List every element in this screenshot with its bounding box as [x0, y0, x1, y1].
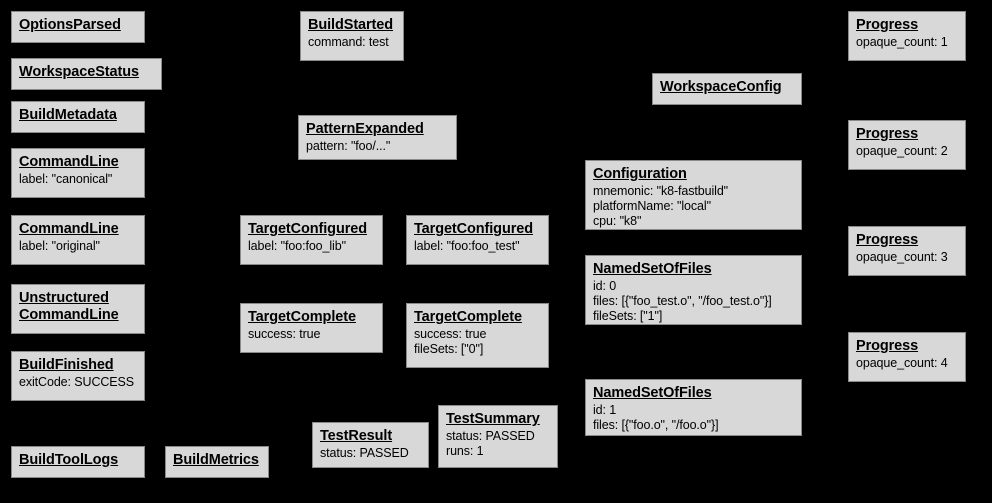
event-node-progress-1[interactable]: Progress opaque_count: 1 [848, 11, 966, 61]
event-node-fields: opaque_count: 4 [856, 356, 948, 371]
event-node-title: PatternExpanded [306, 121, 424, 137]
event-node-title: NamedSetOfFiles [593, 385, 712, 401]
event-node-title: Progress [856, 126, 919, 142]
event-node-title: WorkspaceStatus [19, 64, 139, 80]
event-node-fields: label: "original" [19, 239, 100, 254]
event-node-fields: opaque_count: 3 [856, 250, 948, 265]
event-node-fields: pattern: "foo/..." [306, 139, 391, 154]
event-node-build-started[interactable]: BuildStarted command: test [300, 11, 404, 61]
event-node-fields: success: true fileSets: ["0"] [414, 327, 487, 356]
event-node-fields: label: "canonical" [19, 172, 113, 187]
event-node-title: Progress [856, 338, 919, 354]
event-node-progress-2[interactable]: Progress opaque_count: 2 [848, 120, 966, 170]
event-node-test-summary[interactable]: TestSummary status: PASSED runs: 1 [438, 405, 558, 468]
event-node-workspace-config[interactable]: WorkspaceConfig [652, 73, 802, 105]
event-node-fields: opaque_count: 1 [856, 35, 948, 50]
event-node-fields: label: "foo:foo_test" [414, 239, 520, 254]
event-node-target-complete-test[interactable]: TargetComplete success: true fileSets: ["… [406, 303, 549, 368]
event-node-title: Progress [856, 232, 919, 248]
event-node-fields: id: 1 files: [{"foo.o", "/foo.o"}] [593, 403, 719, 432]
event-node-pattern-expanded[interactable]: PatternExpanded pattern: "foo/..." [298, 115, 457, 160]
event-node-title: BuildStarted [308, 17, 394, 33]
event-node-command-line-canonical[interactable]: CommandLine label: "canonical" [11, 148, 145, 198]
event-node-title: TestResult [320, 428, 393, 444]
event-node-title: TargetConfigured [248, 221, 367, 237]
event-node-progress-3[interactable]: Progress opaque_count: 3 [848, 226, 966, 276]
event-node-build-finished[interactable]: BuildFinished exitCode: SUCCESS [11, 351, 145, 401]
event-node-title: OptionsParsed [19, 17, 121, 33]
event-node-target-complete-lib[interactable]: TargetComplete success: true [240, 303, 383, 353]
event-node-target-configured-foo-lib[interactable]: TargetConfigured label: "foo:foo_lib" [240, 215, 383, 265]
event-node-title: BuildMetadata [19, 107, 117, 123]
event-node-unstructured-command-line[interactable]: Unstructured CommandLine [11, 284, 145, 334]
event-node-title: WorkspaceConfig [660, 79, 782, 95]
event-node-title: Unstructured CommandLine [19, 290, 119, 324]
event-node-title: BuildMetrics [173, 452, 259, 468]
event-node-progress-4[interactable]: Progress opaque_count: 4 [848, 332, 966, 382]
event-node-title: TargetComplete [414, 309, 522, 325]
event-node-title: Progress [856, 17, 919, 33]
event-node-build-metrics[interactable]: BuildMetrics [165, 446, 269, 478]
event-node-build-metadata[interactable]: BuildMetadata [11, 101, 145, 133]
event-node-fields: status: PASSED [320, 446, 409, 461]
event-node-fields: id: 0 files: [{"foo_test.o", "/foo_test.… [593, 279, 772, 323]
event-node-fields: success: true [248, 327, 321, 342]
event-node-build-tool-logs[interactable]: BuildToolLogs [11, 446, 145, 478]
event-node-workspace-status[interactable]: WorkspaceStatus [11, 58, 162, 90]
event-node-options-parsed[interactable]: OptionsParsed [11, 11, 145, 43]
event-node-title: Configuration [593, 166, 687, 182]
event-node-fields: command: test [308, 35, 389, 50]
event-node-named-set-of-files-0[interactable]: NamedSetOfFiles id: 0 files: [{"foo_test.… [585, 255, 802, 325]
event-node-fields: mnemonic: "k8-fastbuild" platformName: "… [593, 184, 729, 228]
event-node-fields: label: "foo:foo_lib" [248, 239, 346, 254]
event-node-title: TargetComplete [248, 309, 356, 325]
event-node-configuration[interactable]: Configuration mnemonic: "k8-fastbuild" pl… [585, 160, 802, 230]
event-node-title: TestSummary [446, 411, 540, 427]
event-node-title: TargetConfigured [414, 221, 533, 237]
event-node-named-set-of-files-1[interactable]: NamedSetOfFiles id: 1 files: [{"foo.o", "… [585, 379, 802, 436]
event-node-fields: opaque_count: 2 [856, 144, 948, 159]
event-node-title: BuildToolLogs [19, 452, 119, 468]
event-node-fields: exitCode: SUCCESS [19, 375, 135, 390]
event-node-title: CommandLine [19, 154, 119, 170]
event-node-title: BuildFinished [19, 357, 114, 373]
event-node-command-line-original[interactable]: CommandLine label: "original" [11, 215, 145, 265]
event-node-title: NamedSetOfFiles [593, 261, 712, 277]
event-node-title: CommandLine [19, 221, 119, 237]
event-node-target-configured-foo-test[interactable]: TargetConfigured label: "foo:foo_test" [406, 215, 549, 265]
event-node-fields: status: PASSED runs: 1 [446, 429, 535, 458]
event-node-test-result[interactable]: TestResult status: PASSED [312, 422, 429, 468]
